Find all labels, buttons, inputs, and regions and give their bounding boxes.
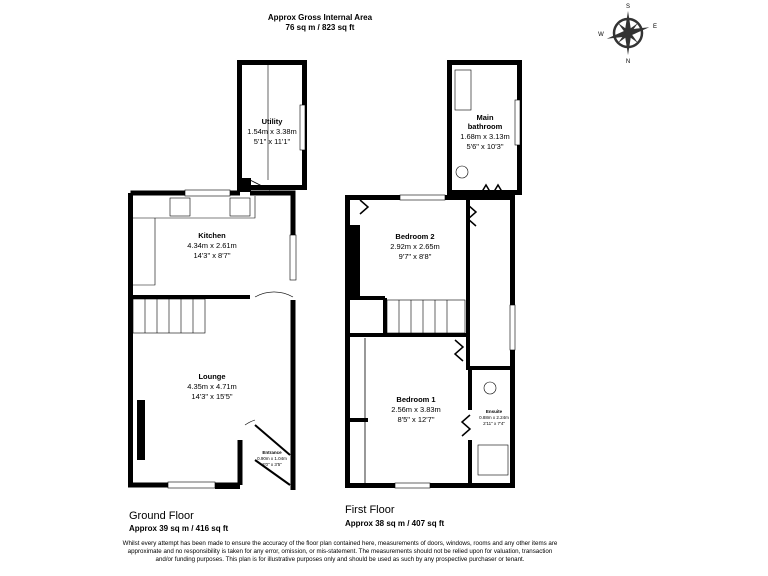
svg-text:14'3" x 8'7": 14'3" x 8'7"	[194, 251, 231, 260]
svg-text:2.56m x 3.83m: 2.56m x 3.83m	[391, 405, 441, 414]
ground-floor-area: Approx 39 sq m / 416 sq ft	[129, 524, 229, 533]
svg-text:14'3" x 15'5": 14'3" x 15'5"	[191, 392, 232, 401]
svg-text:0.88m x 2.24m: 0.88m x 2.24m	[479, 415, 509, 420]
svg-text:4.34m x 2.61m: 4.34m x 2.61m	[187, 241, 237, 250]
gross-area-title: Approx Gross Internal Area	[267, 13, 373, 22]
room-label-ensuite: Ensuite 0.88m x 2.24m 2'11" x 7'4"	[479, 409, 509, 426]
svg-text:1.54m x 3.38m: 1.54m x 3.38m	[247, 127, 297, 136]
ground-floor-title: Ground Floor	[129, 510, 194, 522]
first-floor-plan	[345, 60, 522, 489]
ground-floor-plan	[128, 60, 307, 490]
room-label-kitchen: Kitchen 4.34m x 2.61m 14'3" x 8'7"	[187, 231, 237, 260]
svg-text:Kitchen: Kitchen	[198, 231, 226, 240]
compass-label-n: N	[626, 59, 630, 65]
svg-text:Bedroom 1: Bedroom 1	[396, 395, 435, 404]
first-floor-title: First Floor	[345, 504, 395, 516]
svg-text:8'5" x 12'7": 8'5" x 12'7"	[398, 415, 435, 424]
svg-text:Main: Main	[476, 113, 494, 122]
svg-text:5'1" x 11'1": 5'1" x 11'1"	[254, 137, 291, 146]
room-label-main-bathroom: Main bathroom 1.68m x 3.13m 5'6" x 10'3"	[460, 113, 510, 151]
svg-text:Lounge: Lounge	[198, 372, 225, 381]
svg-text:2.92m x 2.65m: 2.92m x 2.65m	[390, 242, 440, 251]
svg-text:1.68m x 3.13m: 1.68m x 3.13m	[460, 132, 510, 141]
room-label-entrance: Entrance 0.90m x 1.04m 3'0" x 3'5"	[257, 450, 287, 467]
svg-text:9'7" x 8'8": 9'7" x 8'8"	[399, 252, 432, 261]
compass-rose-icon: S W E N	[598, 4, 657, 65]
svg-text:Bedroom 2: Bedroom 2	[395, 232, 434, 241]
svg-text:2'11" x 7'4": 2'11" x 7'4"	[483, 421, 505, 426]
gross-area-header: Approx Gross Internal Area 76 sq m / 823…	[220, 13, 420, 33]
room-label-bedroom-2: Bedroom 2 2.92m x 2.65m 9'7" x 8'8"	[390, 232, 440, 261]
svg-text:bathroom: bathroom	[468, 122, 503, 131]
svg-text:Entrance: Entrance	[262, 450, 282, 455]
svg-text:Ensuite: Ensuite	[486, 409, 503, 414]
svg-text:0.90m x 1.04m: 0.90m x 1.04m	[257, 456, 287, 461]
gross-area-value: 76 sq m / 823 sq ft	[285, 23, 355, 32]
room-label-bedroom-1: Bedroom 1 2.56m x 3.83m 8'5" x 12'7"	[391, 395, 441, 424]
compass-label-s: S	[626, 4, 630, 10]
first-floor-area: Approx 38 sq m / 407 sq ft	[345, 519, 445, 528]
room-label-lounge: Lounge 4.35m x 4.71m 14'3" x 15'5"	[187, 372, 237, 401]
svg-text:3'0" x 3'5": 3'0" x 3'5"	[262, 462, 282, 467]
compass-label-e: E	[653, 24, 657, 30]
svg-text:Utility: Utility	[262, 117, 284, 126]
disclaimer: Whilst every attempt has been made to en…	[122, 540, 558, 563]
compass-label-w: W	[598, 32, 604, 38]
svg-text:4.35m x 4.71m: 4.35m x 4.71m	[187, 382, 237, 391]
svg-text:5'6" x 10'3": 5'6" x 10'3"	[467, 142, 504, 151]
room-label-utility: Utility 1.54m x 3.38m 5'1" x 11'1"	[247, 117, 297, 146]
